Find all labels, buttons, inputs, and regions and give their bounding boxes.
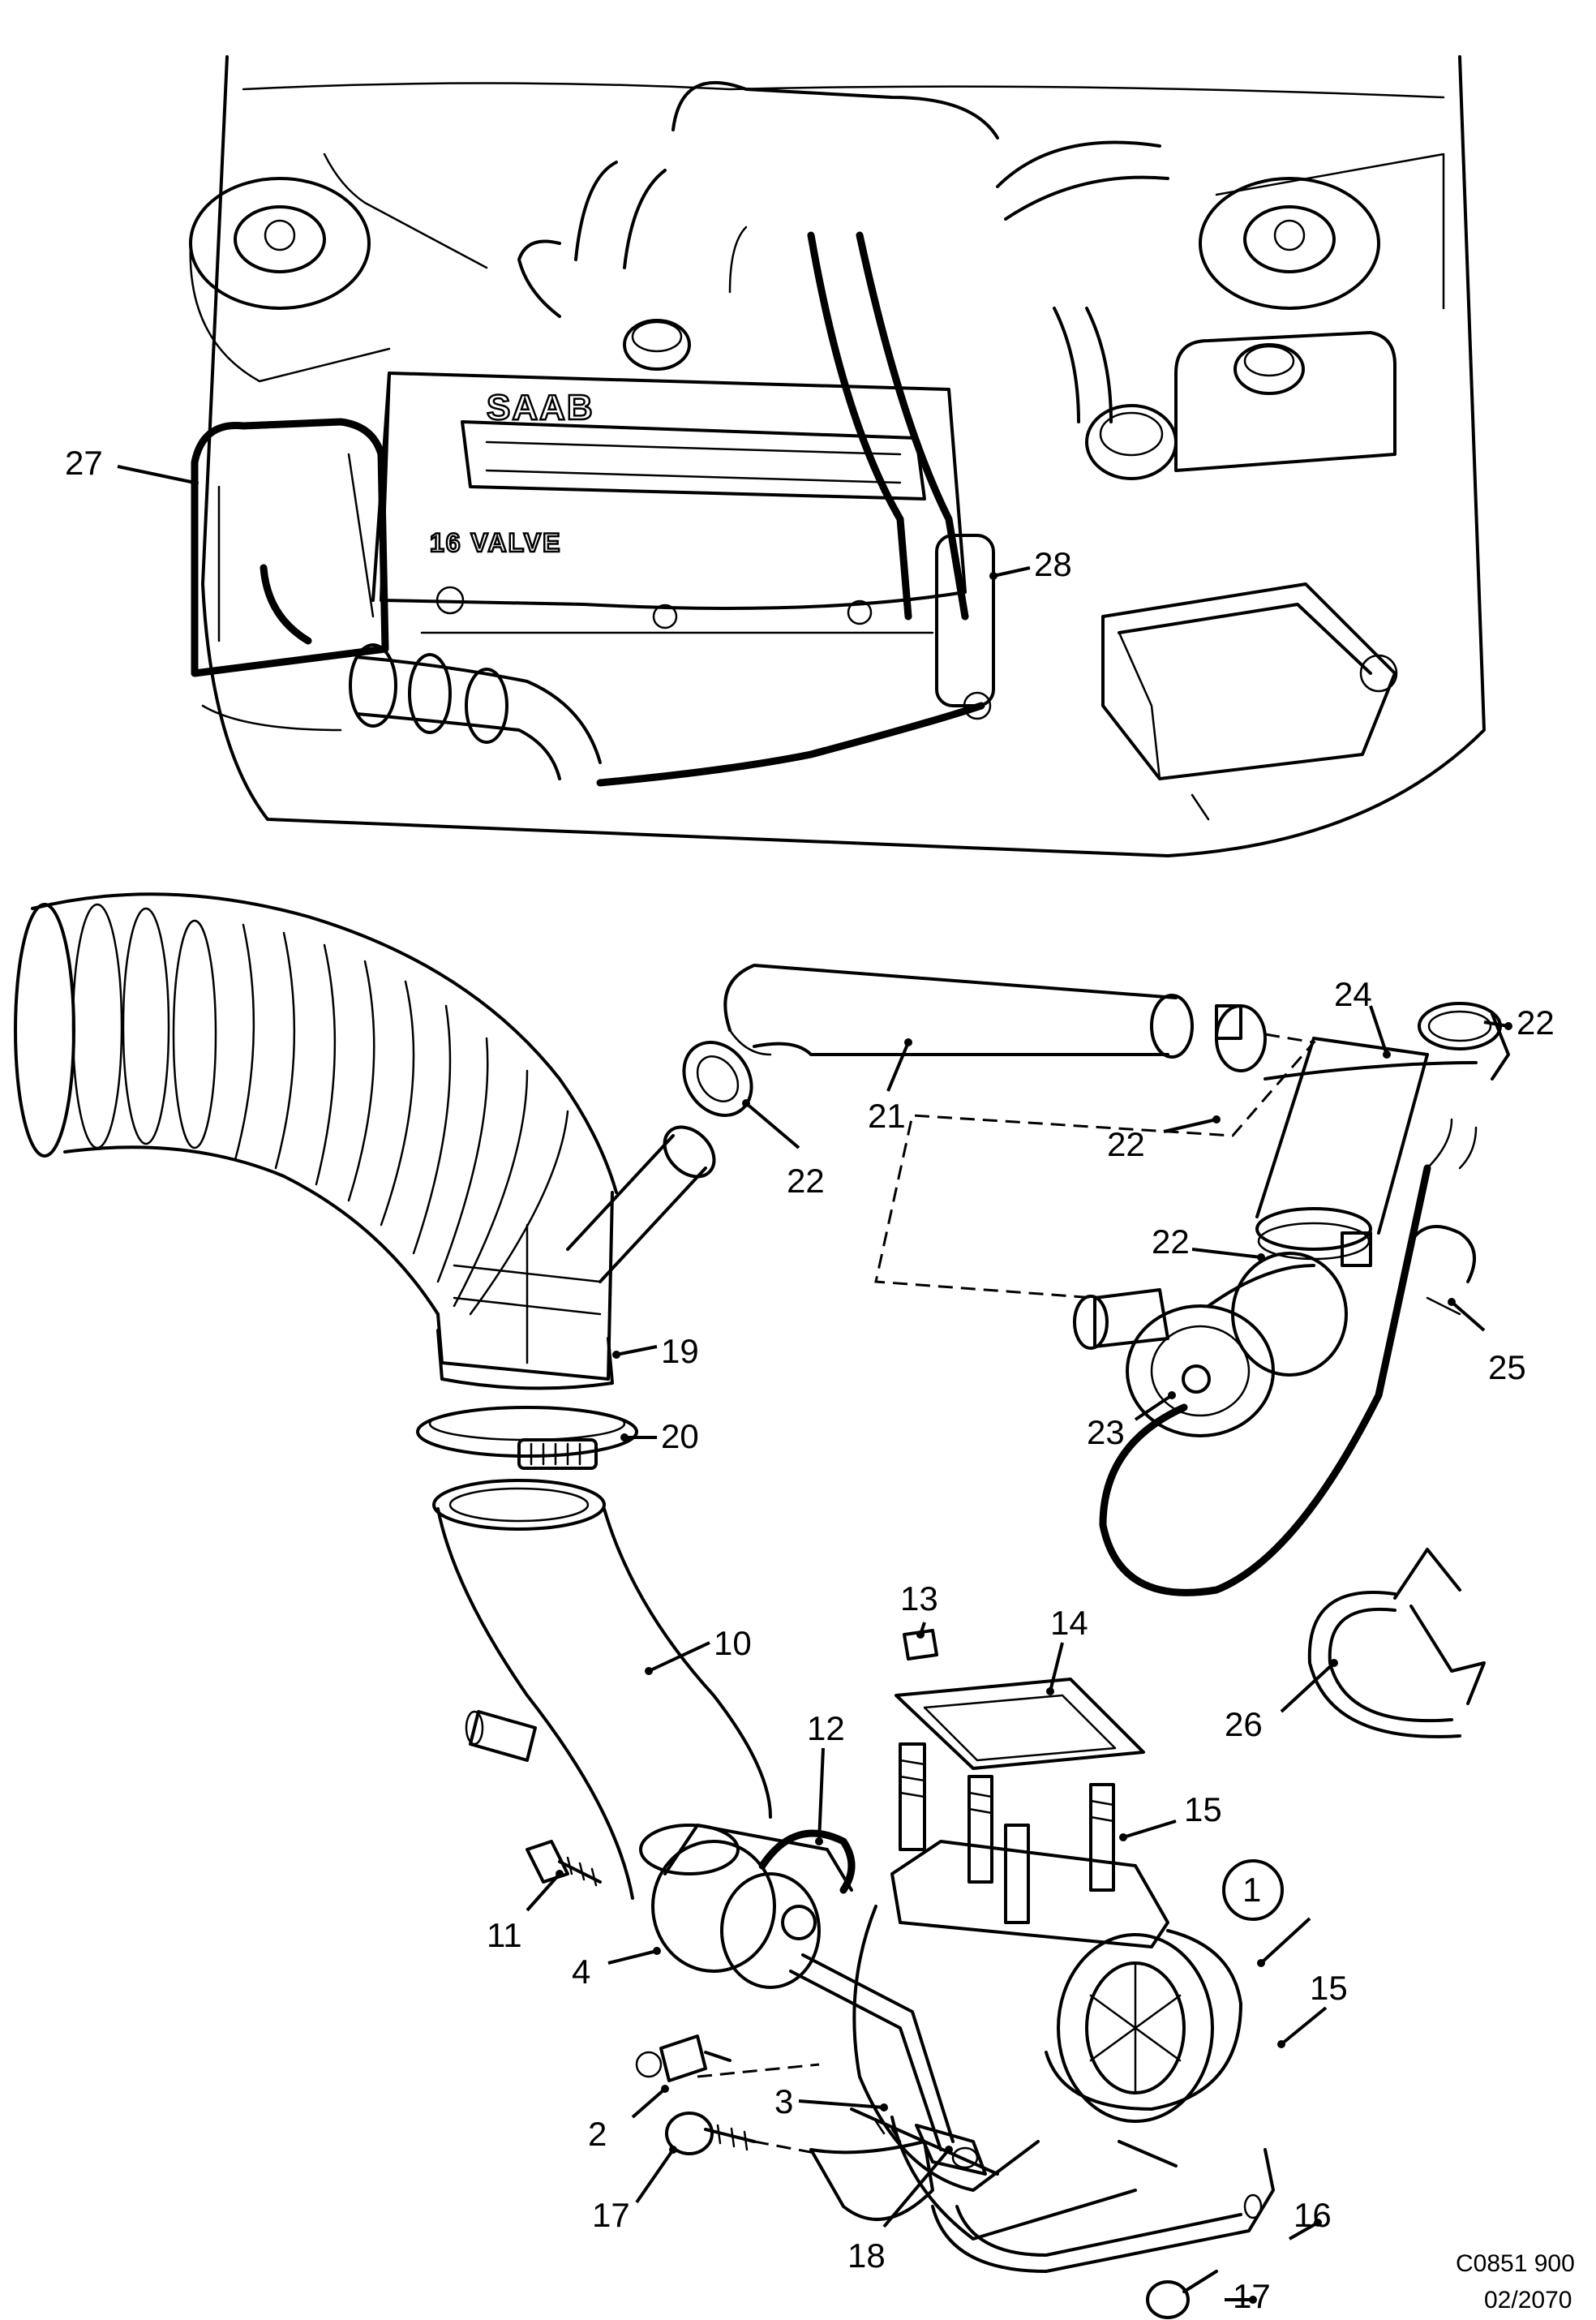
turbocharger (852, 1840, 1242, 2241)
right-strut-tower (1199, 153, 1445, 310)
bay-intake-hose (260, 564, 602, 780)
callout-17-right: 17 (1233, 2277, 1271, 2315)
callout-22-pipe: 22 (1107, 1125, 1145, 1163)
callout-24: 24 (1334, 975, 1372, 1013)
intake-pipe-10 (432, 1479, 772, 1900)
saab-logo: SAAB (487, 388, 594, 427)
callout-10: 10 (714, 1624, 752, 1662)
callout-22-right: 22 (1517, 1003, 1555, 1042)
callout-15-top: 15 (1184, 1790, 1222, 1828)
pipe-21 (723, 964, 1194, 1059)
sensor-2 (635, 2034, 732, 2082)
studs-15 (899, 1742, 1115, 1924)
callout-13: 13 (900, 1579, 938, 1618)
vacuum-hose-25 (1099, 1118, 1478, 1596)
callout-18: 18 (847, 2236, 886, 2275)
oil-filler-cap (623, 319, 691, 371)
callout-20: 20 (661, 1417, 699, 1455)
coolant-expansion-tank (1174, 331, 1396, 472)
air-filter-box (191, 418, 389, 677)
callout-4: 4 (572, 1953, 590, 1991)
callout-1: 1 (1242, 1871, 1261, 1909)
callout-26: 26 (1225, 1705, 1263, 1743)
seal-ring-12 (758, 1829, 856, 1894)
valve-text: 16 VALVE (430, 528, 561, 557)
callout-2: 2 (588, 2115, 607, 2153)
callout-1-circle (1222, 1859, 1284, 1921)
hose-clamp-22-left (682, 1041, 753, 1117)
drawing-code: C0851 900 (1456, 2250, 1575, 2277)
hose-bundle (807, 140, 1169, 621)
hose-clamp-20 (416, 1406, 638, 1470)
callout-27: 27 (65, 444, 103, 482)
callout-23: 23 (1087, 1413, 1125, 1451)
air-intake-bellows-hose (14, 892, 716, 1390)
flange-18 (809, 2140, 979, 2221)
callout-16: 16 (1294, 2196, 1332, 2234)
bolt-11 (526, 1840, 602, 1887)
wastegate-actuator-4 (639, 1824, 955, 2151)
hose-clamp-22-pipe (1215, 1004, 1267, 1072)
callout-12: 12 (807, 1709, 845, 1747)
left-strut-tower (189, 177, 391, 383)
retaining-clip-26 (1307, 1548, 1486, 1738)
callout-leaders (117, 465, 1512, 2304)
callout-3: 3 (774, 2082, 793, 2120)
callout-22-left: 22 (787, 1162, 825, 1200)
engine-bay-illustration: SAAB 16 VALVE (189, 55, 1486, 857)
power-steering-reservoir (1085, 404, 1178, 480)
battery (1101, 582, 1398, 780)
callout-19: 19 (661, 1332, 699, 1370)
bracket-16 (931, 2140, 1275, 2273)
cam-cover (371, 372, 967, 634)
gasket-14 (895, 1678, 1145, 1770)
callout-25: 25 (1488, 1348, 1526, 1386)
bypass-valve-23 (1073, 1252, 1348, 1437)
bolt-17-left (665, 2112, 756, 2155)
callout-22-valve: 22 (1152, 1222, 1190, 1261)
callout-11: 11 (487, 1916, 522, 1954)
bolt-17-right (1146, 2270, 1218, 2319)
bay-item-28-cylinder (935, 534, 995, 720)
callout-15-right: 15 (1310, 1969, 1348, 2007)
drawing-date-code: 02/2070 (1484, 2287, 1572, 2314)
callout-labels: 27 28 21 22 22 24 22 22 25 23 26 19 20 1… (65, 444, 1555, 2315)
callout-21: 21 (868, 1097, 906, 1135)
callout-17-left: 17 (592, 2196, 630, 2234)
ignition-leads (323, 80, 999, 318)
callout-28: 28 (1034, 545, 1072, 583)
callout-14: 14 (1050, 1604, 1088, 1642)
